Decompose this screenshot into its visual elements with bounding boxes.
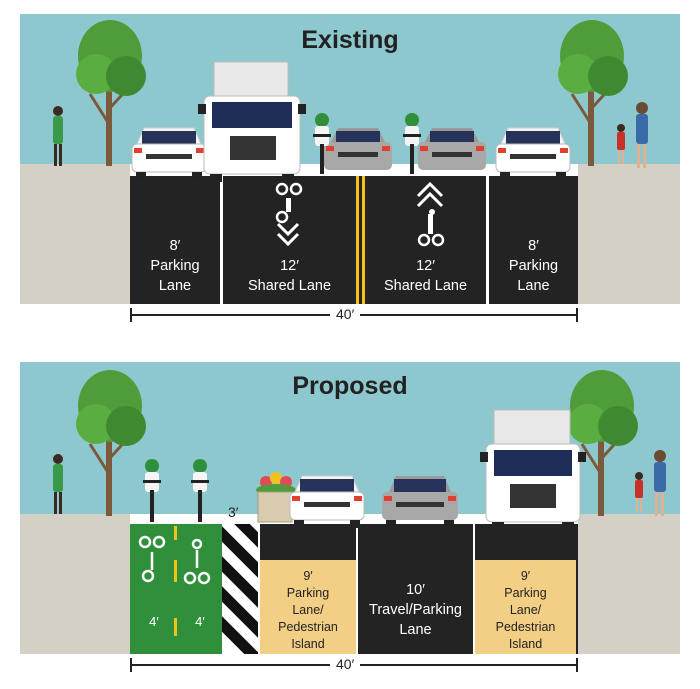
lane-name: Parking — [508, 258, 559, 274]
roadway — [130, 176, 578, 304]
lane-name: Lane/ — [292, 603, 324, 617]
lane-divider-line — [486, 176, 489, 304]
lane-name: Shared Lane — [247, 278, 332, 294]
pedestrian-icon — [53, 106, 63, 166]
center-double-yellow-line — [356, 176, 359, 304]
painted-buffer — [222, 524, 258, 654]
sharrow-marking-icon — [416, 181, 445, 247]
lane-name: Parking — [286, 586, 330, 600]
pedestrian-icon — [53, 454, 63, 514]
lane-width: 12′ — [280, 258, 299, 274]
lane-name: Pedestrian — [278, 620, 338, 634]
left-sidewalk — [20, 164, 130, 304]
lane-label-shared-right: 12′ Shared Lane — [365, 256, 486, 296]
lane-name: Parking — [150, 258, 200, 274]
truck-icon — [198, 61, 306, 182]
left-sidewalk — [20, 514, 130, 654]
center-double-yellow-line — [362, 176, 365, 304]
lane-name: Lane — [517, 278, 550, 294]
lane-label-shared-left: 12′ Shared Lane — [223, 256, 356, 296]
lane-label-parking-left: 8′ Parking Lane — [130, 236, 220, 296]
car-icon — [324, 128, 392, 170]
bike-lane-divider — [174, 526, 177, 540]
existing-section: Existing — [20, 14, 680, 336]
proposed-title: Proposed — [292, 372, 408, 400]
lane-name: Lane — [399, 622, 432, 638]
lane-name: Lane — [158, 278, 192, 294]
pedestrian-island — [475, 560, 576, 654]
lane-width: 8′ — [528, 238, 539, 254]
pedestrian-icon — [654, 450, 666, 516]
cyclist-icon — [403, 113, 421, 174]
pedestrian-island — [260, 560, 356, 654]
child-pedestrian-icon — [635, 472, 643, 512]
existing-title: Existing — [301, 26, 399, 54]
lane-label-parking-island-left: 9′ Parking Lane/ Pedestrian Island — [260, 568, 356, 653]
lane-width: 9′ — [303, 569, 313, 583]
tree-icon — [76, 370, 146, 516]
right-sidewalk — [578, 164, 680, 304]
lane-divider-line — [473, 524, 475, 654]
lane-width: 8′ — [169, 238, 181, 254]
lane-width: 9′ — [520, 569, 531, 583]
cyclist-icon — [191, 459, 209, 522]
lane-width: 10′ — [406, 582, 425, 598]
lane-name: Lane/ — [509, 603, 542, 617]
lane-name: Pedestrian — [495, 620, 556, 634]
car-icon — [289, 475, 365, 528]
total-width-label: 40′ — [330, 306, 361, 322]
lane-name: Island — [508, 637, 543, 651]
bike-lane-symbol-icon — [138, 535, 166, 583]
lane-label-parking-island-right: 9′ Parking Lane/ Pedestrian Island — [475, 568, 576, 653]
sharrow-marking-icon — [275, 182, 303, 247]
bike-lane-divider — [174, 618, 177, 636]
lane-name: Island — [291, 637, 325, 651]
buffer-width-label: 3′ — [228, 504, 239, 520]
total-width-label: 40′ — [330, 656, 361, 672]
car-icon — [382, 476, 458, 528]
lane-label-travel-parking: 10′ Travel/Parking Lane — [358, 580, 473, 640]
child-pedestrian-icon — [617, 124, 625, 164]
lane-name: Shared Lane — [383, 278, 468, 294]
pedestrian-icon — [636, 102, 648, 168]
lane-label-parking-right: 8′ Parking Lane — [489, 236, 578, 296]
lane-name: Parking — [504, 586, 547, 600]
bike-lane-divider — [174, 560, 177, 582]
planter-icon — [256, 472, 296, 523]
bike-lane-symbol-icon — [183, 538, 211, 585]
bike-lane-width-label: 4′ — [195, 614, 205, 629]
car-icon — [418, 128, 486, 170]
lane-divider-line — [258, 524, 260, 654]
tree-icon — [76, 20, 146, 166]
proposed-section: Proposed — [20, 362, 680, 689]
car-icon — [495, 127, 571, 180]
cyclist-icon — [313, 113, 331, 174]
lane-name: Travel/Parking — [369, 602, 462, 618]
cyclist-icon — [143, 459, 161, 522]
truck-icon — [480, 409, 586, 530]
existing-scene — [53, 20, 648, 304]
car-icon — [131, 127, 207, 180]
tree-icon — [568, 370, 638, 516]
lane-width: 12′ — [416, 258, 435, 274]
tree-icon — [558, 20, 628, 166]
lane-divider-line — [356, 524, 358, 654]
lane-divider-line — [220, 176, 223, 304]
proposed-scene — [53, 370, 666, 654]
right-sidewalk — [578, 514, 680, 654]
bike-lane-width-label: 4′ — [149, 614, 159, 629]
